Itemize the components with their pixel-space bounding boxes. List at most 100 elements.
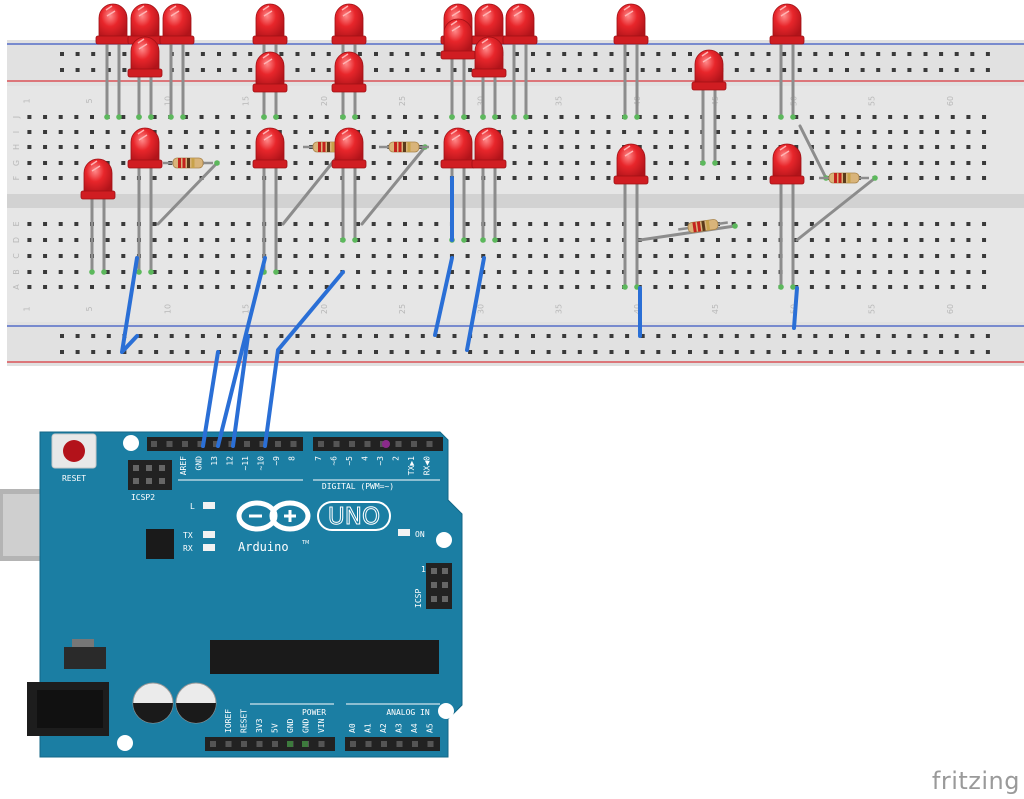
rail-hole [217,334,221,338]
breadboard-hole [309,270,314,274]
header-pin[interactable] [225,741,232,747]
voltage-regulator [64,647,106,669]
breadboard-hole [434,238,439,242]
breadboard-hole [872,145,877,149]
header-pin[interactable] [427,741,434,747]
breadboard-hole [387,270,392,274]
breadboard-hole [982,238,987,242]
breadboard-hole [809,161,814,165]
rail-hole [342,334,347,338]
header-pin[interactable] [318,741,325,747]
breadboard-hole [935,254,940,258]
breadboard-hole [215,115,220,119]
breadboard-hole [58,130,63,134]
rail-hole [891,68,896,72]
header-pin[interactable] [241,741,247,747]
header-pin[interactable] [350,741,356,747]
header-pin[interactable] [166,441,173,447]
breadboard-hole [371,238,376,242]
breadboard-hole [606,145,611,149]
rail-hole [970,350,975,354]
header-pin[interactable] [365,741,372,747]
rail-hole [389,52,394,56]
header-pin[interactable] [182,441,188,447]
header-pin[interactable] [210,741,216,747]
rail-hole [546,68,551,72]
header-pin[interactable] [290,441,297,447]
header-pin[interactable] [364,441,371,447]
breadboard-hole [872,222,877,226]
header-pin[interactable] [213,441,219,447]
breadboard-hole [418,161,423,165]
rail-hole [797,52,802,56]
breadboard-hole [669,238,674,242]
header-pin[interactable] [244,441,250,447]
breadboard-hole [731,285,736,289]
breadboard-hole [27,145,32,149]
breadboard-hole [794,254,799,258]
breadboard-hole [356,238,361,242]
rail-hole [200,68,205,72]
column-number: 35 [555,96,564,106]
fritzing-logo: fritzing [931,767,1020,795]
signal-wire [263,270,345,448]
rail-hole [75,68,80,72]
reset-button-cap[interactable] [63,440,85,462]
breadboard-hole [903,270,908,274]
breadboard-hole [559,176,564,180]
header-pin[interactable] [272,741,278,747]
rail-hole [939,52,944,56]
header-pin[interactable] [318,441,324,447]
breadboard-hole [747,254,752,258]
digital-pin-label: RX◀0 [423,456,432,475]
icsp-pin [442,568,448,574]
breadboard-hole [888,270,893,274]
breadboard-hole [606,285,611,289]
breadboard-hole [528,176,533,180]
rail-hole [688,52,692,56]
breadboard-hole [653,285,658,289]
breadboard-hole [559,145,564,149]
header-pin[interactable] [396,741,403,747]
header-pin[interactable] [259,441,266,447]
header-pin[interactable] [349,441,355,447]
header-pin[interactable] [381,741,387,747]
led [331,51,367,93]
header-pin[interactable] [412,741,418,747]
digital-pin-label: 13 [210,456,219,466]
breadboard-hole [888,176,893,180]
rail-hole [122,68,127,72]
header-pin[interactable] [333,441,340,447]
header-pin[interactable] [411,441,417,447]
breadboard-hole [762,270,767,274]
column-number: 30 [476,304,485,314]
breadboard-hole [684,161,689,165]
rail-hole [185,350,190,354]
breadboard-hole [809,285,814,289]
breadboard-hole [309,285,314,289]
breadboard-hole [74,130,79,134]
usb-chip [146,529,174,559]
breadboard-hole [199,115,204,119]
led [769,143,805,185]
breadboard-hole [528,130,533,134]
header-pin[interactable] [256,741,263,747]
led-tx [203,531,215,538]
rail-hole [185,52,190,56]
mount-hole [123,435,139,451]
breadboard-hole [512,238,517,242]
rail-hole [593,68,598,72]
terminal-dot [700,160,706,166]
header-pin[interactable] [275,441,281,447]
header-pin[interactable] [197,441,204,447]
breadboard-hole [74,285,79,289]
led [613,143,649,185]
header-pin[interactable] [395,441,402,447]
breadboard-hole [58,254,63,258]
header-pin[interactable] [426,441,433,447]
header-pin[interactable] [151,441,157,447]
rail-hole [750,68,755,72]
rail-hole [483,334,488,338]
breadboard-hole [543,115,548,119]
rail-hole [200,334,205,338]
